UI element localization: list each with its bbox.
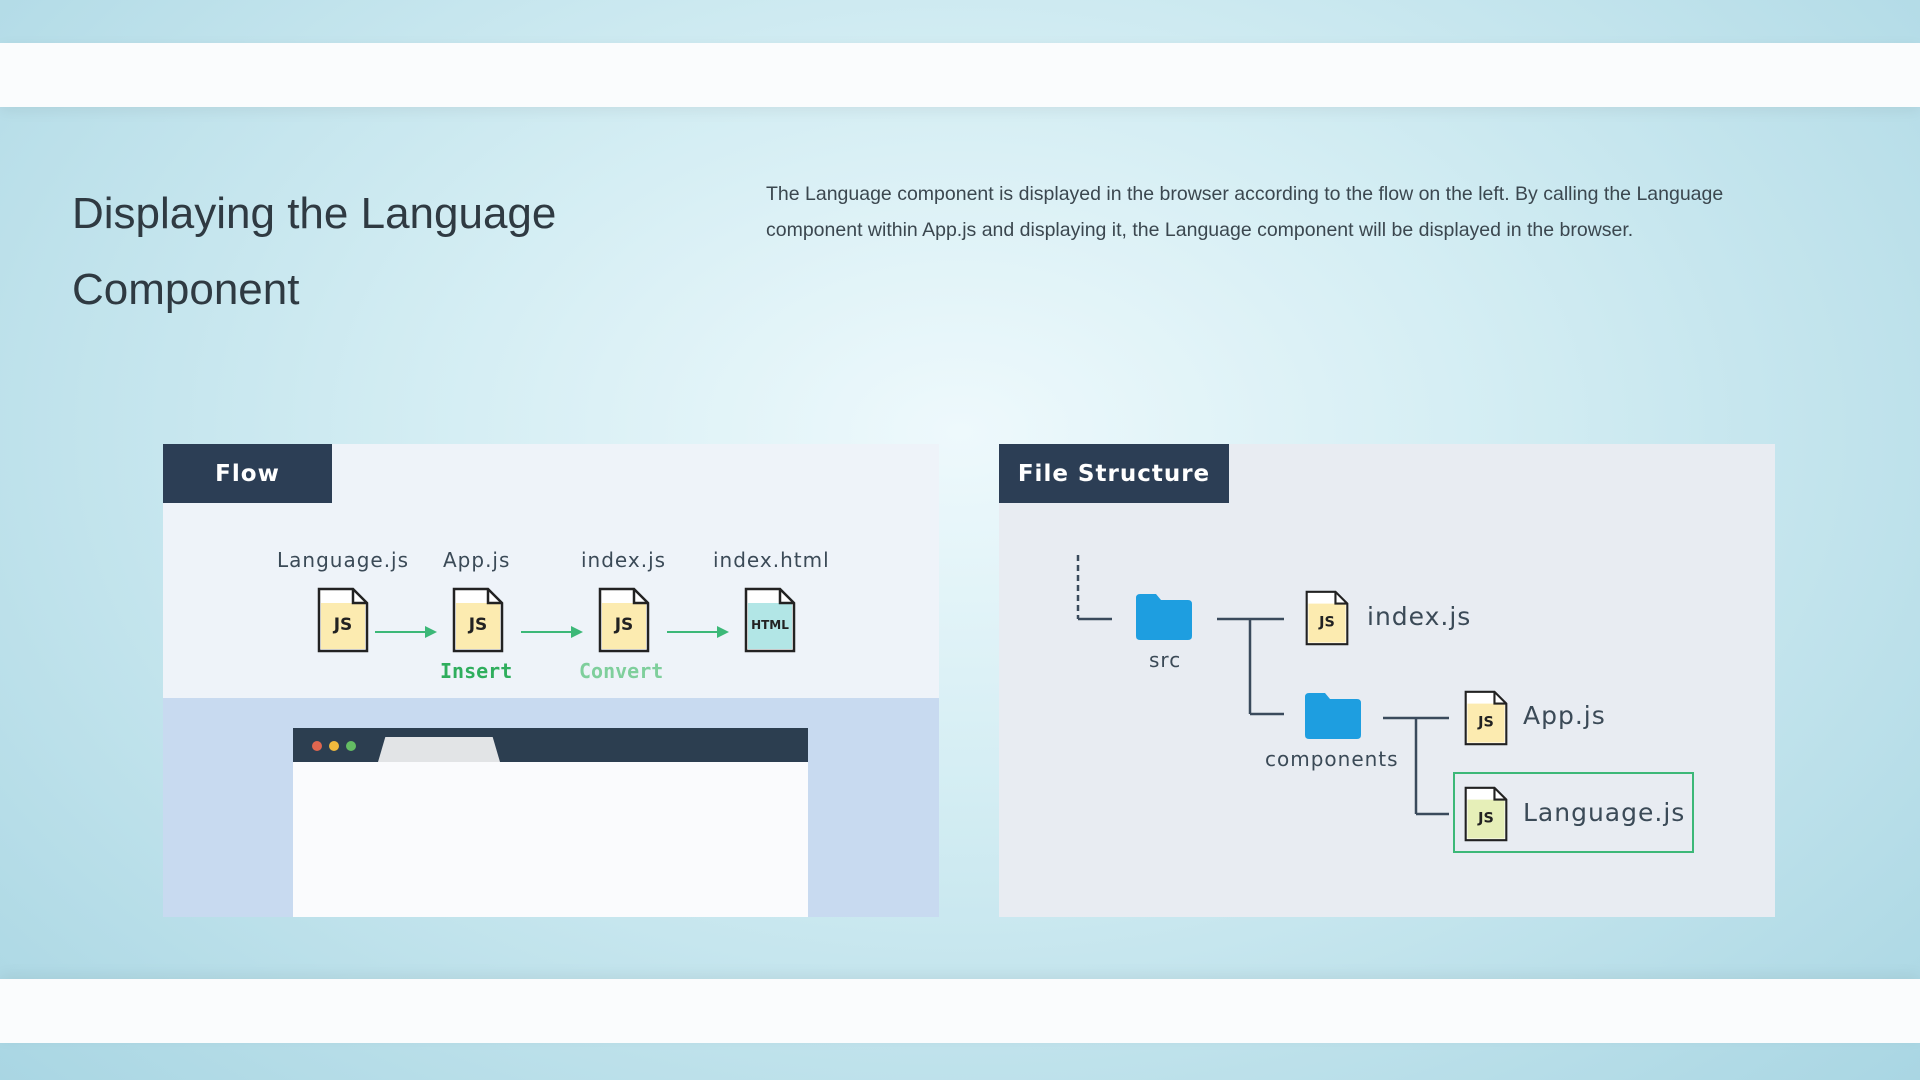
flow-file-label-html: index.html: [713, 548, 830, 572]
convert-step-label: Convert: [579, 659, 664, 683]
js-file-icon: JS: [1305, 590, 1349, 646]
description: The Language component is displayed in t…: [766, 176, 1776, 248]
flow-panel: Flow Language.js App.js index.js index.h…: [163, 444, 939, 917]
index-js-label: index.js: [1367, 602, 1472, 631]
title-line-2: Component: [72, 265, 300, 314]
js-file-icon: JS: [1464, 786, 1508, 842]
browser-window: [293, 728, 808, 917]
language-js-label: Language.js: [1523, 798, 1686, 827]
js-file-icon: JS: [1464, 690, 1508, 746]
file-structure-panel: File Structure src components JS index.j…: [999, 444, 1775, 917]
browser-tab: [378, 737, 500, 762]
flow-file-label-app: App.js: [443, 548, 511, 572]
insert-step-label: Insert: [440, 659, 513, 683]
page-title: Displaying the Language Component: [72, 176, 632, 328]
browser-preview-area: [163, 698, 939, 917]
js-file-icon: JS: [452, 587, 504, 653]
src-folder-icon: [1136, 594, 1192, 640]
index-js-badge: JS: [1318, 614, 1335, 630]
html-file-icon: HTML: [744, 587, 796, 653]
tree-lines: [1076, 555, 1449, 816]
js-file-icon: JS: [317, 587, 369, 653]
components-folder-icon: [1305, 693, 1361, 739]
js-file-icon: JS: [598, 587, 650, 653]
flow-badge-language: JS: [333, 615, 353, 635]
flow-tag: Flow: [163, 444, 332, 503]
app-js-label: App.js: [1523, 701, 1606, 730]
language-js-highlight: [1453, 772, 1694, 853]
description-line-1: The Language component is displayed in t…: [766, 183, 1724, 205]
arrow-right-icon: [521, 626, 583, 638]
file-structure-tag: File Structure: [999, 444, 1229, 503]
close-dot-icon: [312, 741, 322, 751]
arrow-right-icon: [375, 626, 437, 638]
browser-title-bar: [293, 728, 808, 762]
maximize-dot-icon: [346, 741, 356, 751]
top-bar: [0, 43, 1920, 107]
bottom-bar: [0, 979, 1920, 1043]
app-js-badge: JS: [1477, 714, 1494, 730]
minimize-dot-icon: [329, 741, 339, 751]
flow-badge-html: HTML: [751, 618, 789, 632]
description-line-2: component within App.js and displaying i…: [766, 219, 1634, 241]
flow-file-label-index: index.js: [581, 548, 667, 572]
flow-badge-index: JS: [614, 615, 634, 635]
src-folder-label: src: [1149, 648, 1182, 672]
flow-file-label-language: Language.js: [277, 548, 410, 572]
language-js-badge: JS: [1477, 810, 1494, 826]
title-line-1: Displaying the Language: [72, 189, 557, 238]
components-folder-label: components: [1265, 747, 1399, 771]
flow-badge-app: JS: [468, 615, 488, 635]
arrow-right-icon: [667, 626, 729, 638]
